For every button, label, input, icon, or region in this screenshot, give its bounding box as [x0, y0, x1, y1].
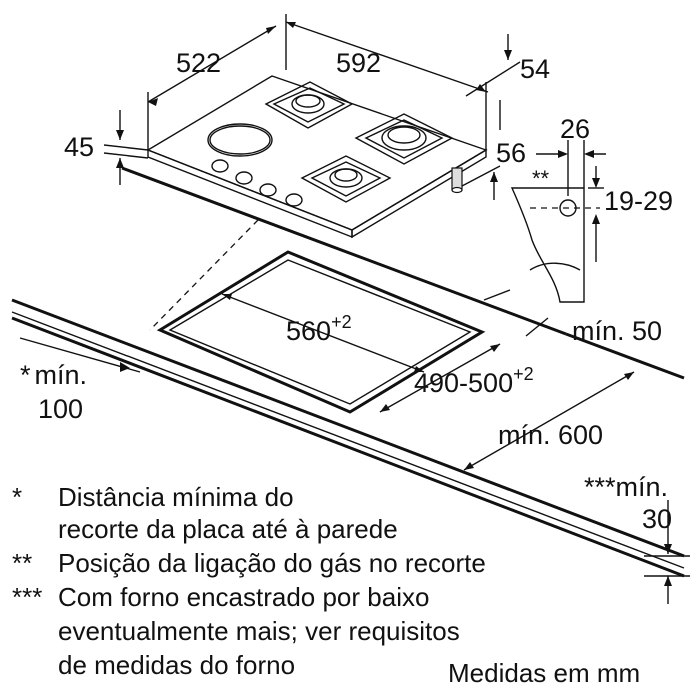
note-3-marker: ***	[12, 582, 42, 612]
note-1-line1: Distância mínima do	[58, 482, 294, 512]
dim-hob-depth: 522	[176, 48, 221, 78]
knob-4	[285, 193, 303, 207]
control-knobs	[211, 159, 303, 207]
cutout	[156, 250, 486, 414]
worktop	[11, 166, 685, 578]
note-1-line2: recorte da placa até à parede	[58, 514, 398, 544]
hob-front-edge	[147, 148, 353, 239]
hob-side-edge	[351, 148, 487, 239]
burner-back	[264, 81, 354, 129]
dim-worktop-depth: mín. 600	[498, 420, 603, 450]
note-3-line2: eventualmente mais; ver requisitos	[58, 616, 460, 646]
knob-2	[235, 171, 253, 185]
worktop-dimensions	[19, 289, 690, 604]
note-2-marker: **	[12, 548, 32, 578]
dim-cutout-depth: 490-500+2	[414, 364, 534, 398]
dim-gas-offset-front: 56	[496, 138, 526, 168]
gas-connection-stub	[451, 167, 463, 191]
note-3-line1: Com forno encastrado por baixo	[58, 582, 429, 612]
dim-hob-height: 45	[64, 132, 94, 162]
burner-right	[354, 113, 454, 165]
dim-hob-width: 592	[336, 48, 381, 78]
dim-cutout-width: 560+2	[286, 312, 352, 346]
hob	[146, 75, 488, 239]
gas-marker: **	[532, 166, 550, 191]
knob-1	[211, 159, 229, 173]
dim-min-back: mín. 50	[572, 316, 662, 346]
dim-min-wall-value: 100	[38, 394, 83, 424]
connection-detail	[510, 140, 606, 303]
notes: * Distância mínima do recorte da placa a…	[12, 482, 640, 688]
knob-3	[259, 183, 277, 197]
units-note: Medidas em mm	[448, 658, 640, 688]
dim-gas-offset-side: 54	[520, 54, 550, 84]
hob-top-plate	[146, 75, 488, 231]
dim-connection-width: 26	[560, 114, 590, 144]
note-2-line1: Posição da ligação do gás no recorte	[58, 548, 486, 578]
hot-plate-inner	[209, 125, 271, 155]
hob-dimensions	[103, 14, 521, 200]
worktop-back-edge	[121, 166, 567, 336]
dim-connection-height: 19-29	[604, 186, 673, 216]
dim-min-wall: *mín.	[20, 360, 87, 390]
note-3-line3: de medidas do forno	[58, 650, 295, 680]
burner-front	[300, 155, 392, 203]
hot-plate	[207, 123, 273, 157]
dim-oven-min: ***mín.	[584, 472, 668, 502]
dim-oven-min-value: 30	[642, 504, 672, 534]
note-1-marker: *	[12, 482, 22, 512]
